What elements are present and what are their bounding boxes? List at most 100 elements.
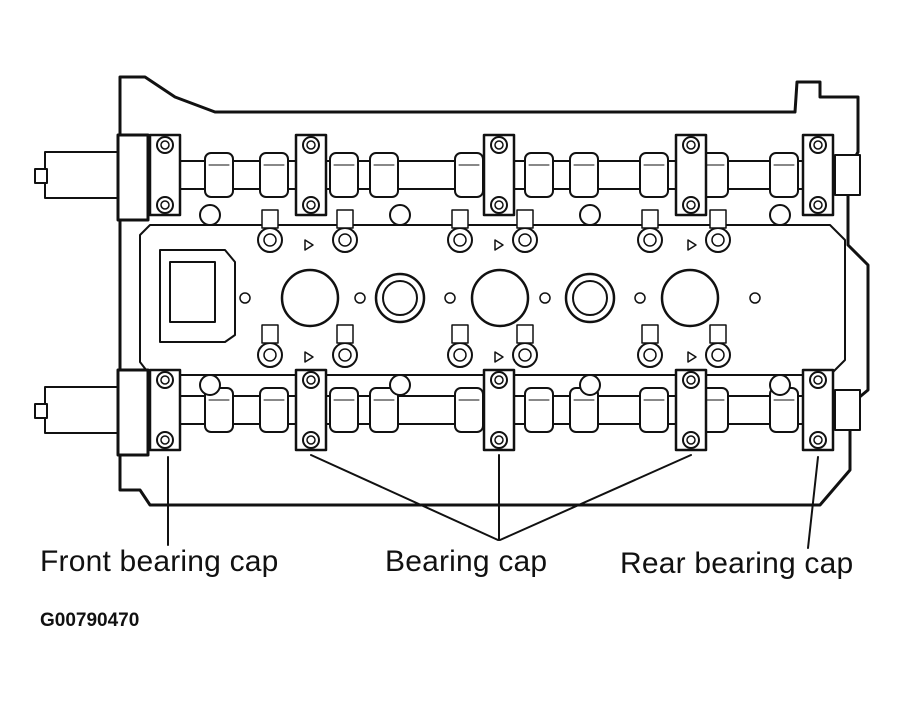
valve-tappet [512, 342, 538, 368]
valve-tappet [332, 342, 358, 368]
direction-marker [304, 351, 314, 363]
valve-tappet [637, 227, 663, 253]
bearing-cap-leader-right [499, 454, 692, 541]
valve-stem [451, 209, 469, 229]
lower-camshaft-nose [34, 403, 48, 419]
valve-tappet [447, 342, 473, 368]
head-bolt-boss [199, 374, 221, 396]
head-bolt-boss [579, 374, 601, 396]
upper-bearing-cap-bolt [809, 196, 827, 214]
valve-stem [709, 209, 727, 229]
rear-bearing-cap-leader [807, 456, 819, 549]
head-bolt-boss [769, 204, 791, 226]
direction-marker [494, 351, 504, 363]
upper-camshaft-rear-stub [834, 154, 861, 196]
valve-stem [641, 324, 659, 344]
bolt-hole [239, 292, 251, 304]
head-bolt-boss [389, 374, 411, 396]
valve-tappet [637, 342, 663, 368]
bolt-hole [354, 292, 366, 304]
upper-cam-lobe [369, 152, 399, 198]
upper-bearing-cap-bolt [302, 136, 320, 154]
valve-stem [641, 209, 659, 229]
lower-bearing-cap-bolt [490, 431, 508, 449]
head-bolt-boss [579, 204, 601, 226]
spark-plug-well [660, 268, 720, 328]
lower-camshaft-sprocket-hub [44, 386, 121, 434]
oil-gallery-window [169, 261, 216, 323]
head-deck-outline [139, 224, 846, 376]
lower-cam-lobe [639, 387, 669, 433]
upper-cam-lobe [524, 152, 554, 198]
upper-bearing-cap-bolt [302, 196, 320, 214]
upper-cam-lobe [639, 152, 669, 198]
lower-camshaft-rear-stub [834, 389, 861, 431]
bearing-cap-label: Bearing cap [385, 545, 548, 578]
valve-stem [336, 209, 354, 229]
valve-stem [451, 324, 469, 344]
lower-front-seal [116, 368, 150, 457]
lower-bearing-cap-bolt [809, 371, 827, 389]
direction-marker [687, 351, 697, 363]
lower-bearing-cap-bolt [302, 431, 320, 449]
valve-tappet [332, 227, 358, 253]
direction-marker [687, 239, 697, 251]
upper-cam-lobe [454, 152, 484, 198]
head-bolt-boss [769, 374, 791, 396]
lower-bearing-cap-bolt [809, 431, 827, 449]
upper-bearing-cap-bolt [490, 136, 508, 154]
direction-marker [494, 239, 504, 251]
lower-cam-lobe [259, 387, 289, 433]
bearing-cap-leader-left [310, 454, 499, 541]
lower-cam-lobe [454, 387, 484, 433]
lower-bearing-cap-bolt [682, 431, 700, 449]
upper-cam-lobe [204, 152, 234, 198]
lower-bearing-cap-bolt [302, 371, 320, 389]
upper-camshaft-sprocket-hub [44, 151, 121, 199]
lower-bearing-cap-bolt [156, 371, 174, 389]
upper-bearing-cap-bolt [156, 196, 174, 214]
spark-plug-well [280, 268, 340, 328]
lower-bearing-cap-bolt [490, 371, 508, 389]
upper-bearing-cap-bolt [682, 196, 700, 214]
valve-tappet [257, 227, 283, 253]
spark-plug-well [470, 268, 530, 328]
valve-stem [336, 324, 354, 344]
valve-tappet [257, 342, 283, 368]
bolt-hole [634, 292, 646, 304]
upper-cam-lobe [769, 152, 799, 198]
upper-cam-lobe [569, 152, 599, 198]
head-bolt-boss [199, 204, 221, 226]
valve-stem [261, 324, 279, 344]
upper-bearing-cap-bolt [682, 136, 700, 154]
valve-stem [516, 324, 534, 344]
valve-stem [516, 209, 534, 229]
valve-stem [261, 209, 279, 229]
upper-camshaft-nose [34, 168, 48, 184]
valve-tappet [447, 227, 473, 253]
valve-tappet [512, 227, 538, 253]
valve-stem [709, 324, 727, 344]
direction-marker [304, 239, 314, 251]
lower-cam-lobe [369, 387, 399, 433]
figure-code: G00790470 [40, 610, 140, 631]
lower-cam-lobe [329, 387, 359, 433]
upper-cam-lobe [329, 152, 359, 198]
upper-bearing-cap-bolt [490, 196, 508, 214]
bolt-hole [749, 292, 761, 304]
lower-bearing-cap-bolt [156, 431, 174, 449]
lower-cam-lobe [524, 387, 554, 433]
valve-tappet [705, 227, 731, 253]
bolt-hole [539, 292, 551, 304]
head-casting-outline [118, 75, 870, 507]
upper-bearing-cap-bolt [809, 136, 827, 154]
head-bolt-boss [389, 204, 411, 226]
upper-cam-lobe [259, 152, 289, 198]
lower-bearing-cap-bolt [682, 371, 700, 389]
upper-bearing-cap-bolt [156, 136, 174, 154]
valve-tappet [705, 342, 731, 368]
front-bearing-cap-label: Front bearing cap [40, 545, 279, 578]
oil-gallery-left [159, 249, 236, 343]
